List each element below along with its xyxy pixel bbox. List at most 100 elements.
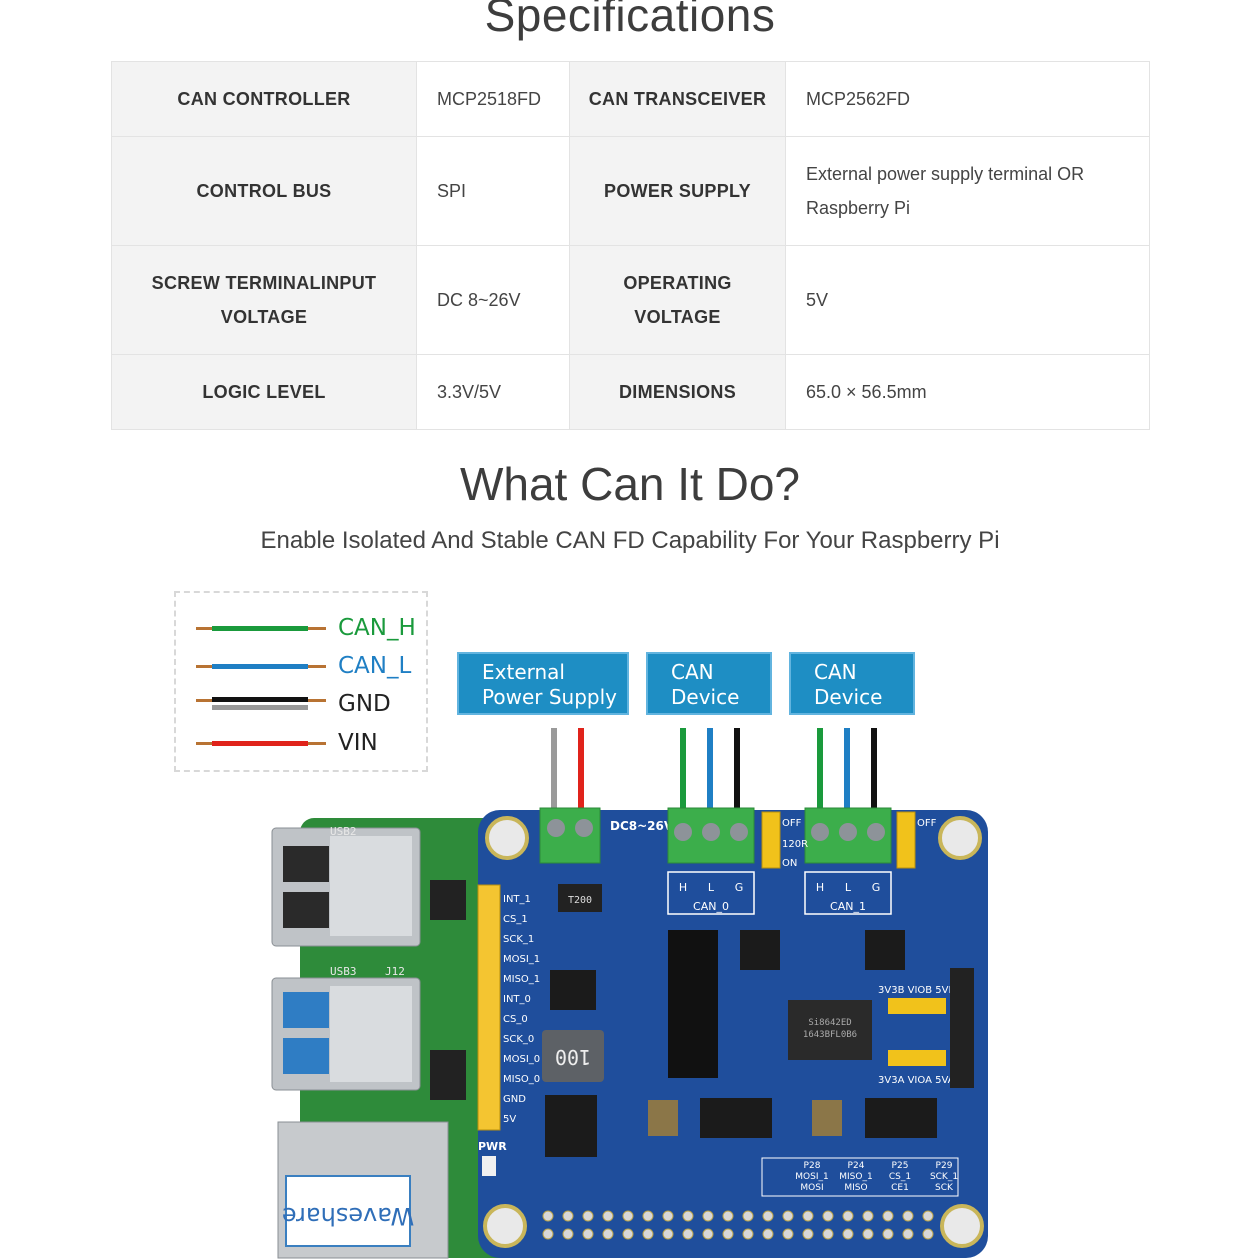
pin-map-label: P24	[848, 1161, 865, 1171]
ic-label: 1643BFL0B6	[803, 1030, 857, 1040]
what-can-it-do-title: What Can It Do?	[459, 458, 801, 510]
green-wire-icon	[196, 626, 326, 631]
gpio-pin	[742, 1228, 754, 1240]
pin-label: MISO_0	[503, 1074, 540, 1085]
brand-label: Waveshare	[282, 1202, 414, 1230]
gpio-pin	[842, 1228, 854, 1240]
gpio-pin	[622, 1228, 634, 1240]
pin-label: GND	[503, 1094, 526, 1105]
gpio-pin	[542, 1210, 554, 1222]
gpio-pin	[922, 1210, 934, 1222]
external-power-supply-box: External Power Supply	[457, 652, 629, 715]
gpio-pin	[582, 1228, 594, 1240]
pin-h-label: H	[679, 881, 687, 894]
spec-key: POWER SUPPLY	[569, 136, 786, 246]
connection-wires	[551, 728, 877, 810]
pin-map-label: SCK_1	[930, 1172, 958, 1182]
pin-labels: INT_1CS_1SCK_1MOSI_1MISO_1INT_0CS_0SCK_0…	[503, 894, 540, 1125]
gpio-pin	[582, 1210, 594, 1222]
spec-value: MCP2562FD	[785, 61, 1150, 137]
chip	[550, 970, 596, 1010]
pin-map-table	[761, 1157, 959, 1197]
gpio-pin	[902, 1210, 914, 1222]
pin-g-label: G	[872, 881, 881, 894]
gpio-pin	[682, 1228, 694, 1240]
pin-label: 5V	[503, 1114, 516, 1125]
box-line: Power Supply	[482, 685, 617, 709]
specifications-title: Specifications	[484, 0, 776, 41]
voltage-jumper	[888, 1050, 946, 1066]
ic-label: Si8642ED	[808, 1018, 851, 1028]
gpio-pin	[702, 1228, 714, 1240]
spec-value: External power supply terminal OR Raspbe…	[785, 136, 1150, 246]
section-subtitle: Enable Isolated And Stable CAN FD Capabi…	[260, 527, 1000, 554]
pwr-led	[482, 1156, 496, 1176]
pin-label: MOSI_1	[503, 954, 540, 965]
box-line: CAN	[671, 660, 714, 684]
gpio-pin	[802, 1210, 814, 1222]
legend-item-vin: VIN	[196, 728, 426, 758]
gpio-pin	[662, 1228, 674, 1240]
legend-item-can-l: CAN_L	[196, 651, 426, 681]
spec-value: SPI	[416, 136, 570, 246]
pin-label: INT_1	[503, 894, 531, 905]
blue-wire-icon	[196, 664, 326, 669]
red-wire-icon	[196, 741, 326, 746]
fpc-connector	[950, 968, 974, 1088]
black-gray-wire-icon	[196, 697, 326, 711]
legend-label: GND	[338, 691, 391, 717]
gpio-pin	[862, 1228, 874, 1240]
table-row: CONTROL BUS SPI POWER SUPPLY External po…	[111, 136, 1150, 246]
pin-h-label: H	[816, 881, 824, 894]
pin-map-label: P29	[936, 1161, 953, 1171]
mount-hole	[940, 1204, 984, 1248]
gpio-pin	[642, 1210, 654, 1222]
pin-map-label: CE1	[891, 1183, 909, 1193]
spec-value: DC 8~26V	[416, 245, 570, 355]
120r-label: 120R	[782, 839, 808, 850]
spec-key: DIMENSIONS	[569, 354, 786, 430]
spec-key: CONTROL BUS	[111, 136, 417, 246]
gpio-pin	[562, 1210, 574, 1222]
gpio-pin	[602, 1228, 614, 1240]
chip	[865, 1098, 937, 1138]
box-line: CAN	[814, 660, 857, 684]
gpio-pin	[842, 1210, 854, 1222]
pin-map-label: MISO	[844, 1183, 867, 1193]
isolation-module	[668, 930, 718, 1078]
box-line: Device	[671, 685, 740, 709]
gpio-pin	[682, 1210, 694, 1222]
table-row: SCREW TERMINALINPUT VOLTAGE DC 8~26V OPE…	[111, 245, 1150, 355]
pwr-label: PWR	[478, 1140, 507, 1153]
chip	[700, 1098, 772, 1138]
pin-label: MOSI_0	[503, 1054, 540, 1065]
gpio-pin	[562, 1228, 574, 1240]
pin-l-label: L	[708, 881, 715, 894]
mount-hole	[485, 816, 529, 860]
pin-l-label: L	[845, 881, 852, 894]
spec-key: SCREW TERMINALINPUT VOLTAGE	[111, 245, 417, 355]
crystal	[648, 1100, 678, 1136]
legend-item-can-h: CAN_H	[196, 613, 426, 643]
box-line: External	[482, 660, 565, 684]
gpio-pin	[602, 1210, 614, 1222]
gpio-header	[542, 1210, 934, 1240]
off-label: OFF	[782, 818, 802, 829]
chip	[865, 930, 905, 970]
gpio-pin	[822, 1228, 834, 1240]
table-row: CAN CONTROLLER MCP2518FD CAN TRANSCEIVER…	[111, 61, 1150, 137]
gpio-pin	[922, 1228, 934, 1240]
power-screw-terminal	[539, 807, 601, 864]
gpio-pin	[822, 1210, 834, 1222]
spec-value: 3.3V/5V	[416, 354, 570, 430]
termination-jumper	[896, 811, 916, 869]
can0-frame	[667, 871, 755, 915]
pin-map-label: MOSI_1	[795, 1172, 828, 1182]
usb2-port	[271, 827, 421, 947]
gpio-pin	[622, 1210, 634, 1222]
ethernet-port	[277, 1121, 449, 1259]
usb3-label: USB3	[330, 965, 357, 978]
voltage-select-label: 3V3A VIOA 5VA	[878, 1075, 955, 1086]
